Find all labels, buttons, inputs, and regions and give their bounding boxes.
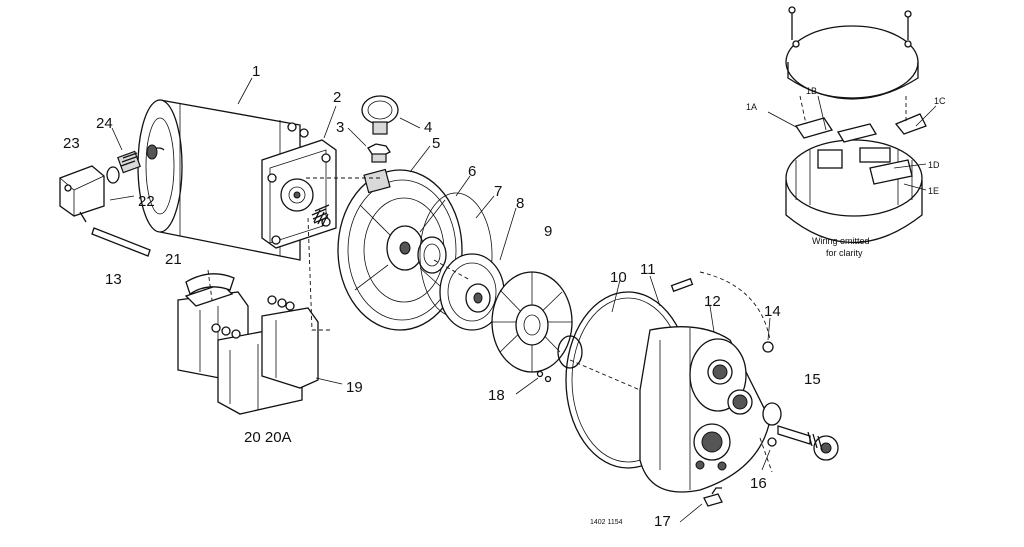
callout-1E: 1E	[928, 186, 939, 196]
washer-part-23	[106, 166, 120, 184]
callout-23: 23	[63, 135, 80, 152]
pressure-switch-part-22	[59, 165, 105, 223]
callout-labels: 1 2 3 4 5 6 7 8 9 10 11 12 13 14 15 16 1…	[63, 63, 946, 530]
tube-part-13	[91, 227, 151, 257]
pump-body-part-12	[639, 326, 771, 493]
callout-7: 7	[494, 183, 502, 200]
callout-21: 21	[165, 251, 182, 268]
callout-1C: 1C	[934, 96, 946, 106]
drain-plug-part-17	[703, 487, 723, 507]
callout-15: 15	[804, 371, 821, 388]
callout-11: 11	[640, 261, 656, 278]
diffuser-part-9	[491, 271, 573, 373]
callout-14: 14	[764, 303, 781, 320]
motor-cover-inset	[785, 6, 927, 243]
callout-8: 8	[516, 195, 524, 212]
callout-1B: 1B	[806, 86, 817, 96]
callout-10: 10	[610, 269, 627, 286]
callout-20-20A: 20 20A	[244, 429, 292, 446]
base-part-19	[261, 307, 319, 389]
shaft-seal-part-6	[417, 236, 447, 274]
diffuser-screws-part-18	[536, 370, 552, 383]
bracket-bolts	[287, 122, 309, 138]
diffuser-oring	[557, 335, 583, 369]
callout-3: 3	[336, 119, 344, 136]
callout-12: 12	[704, 293, 721, 310]
inset-note-line1: Wiring omitted	[812, 236, 870, 246]
callout-1A: 1A	[746, 102, 757, 112]
pin-part-11	[670, 277, 694, 293]
leader-lines	[109, 77, 937, 523]
callout-24: 24	[96, 115, 113, 132]
jet-assembly-part-15	[762, 402, 839, 461]
motor-bracket-part-2	[261, 139, 337, 249]
callout-22: 22	[138, 193, 155, 210]
base-grommets	[211, 295, 295, 339]
callout-1: 1	[252, 63, 260, 80]
callout-13: 13	[105, 271, 122, 288]
bushing-part-3	[367, 143, 391, 163]
callout-5: 5	[432, 135, 440, 152]
impeller-part-8	[439, 253, 505, 331]
plug-part-16	[767, 437, 777, 447]
callout-2: 2	[333, 89, 341, 106]
callout-18: 18	[488, 387, 505, 404]
callout-16: 16	[750, 475, 767, 492]
assembly-centerlines	[207, 177, 773, 473]
drawing-number: 1402 1154	[590, 519, 623, 526]
callout-19: 19	[346, 379, 363, 396]
callout-6: 6	[468, 163, 476, 180]
callout-17: 17	[654, 513, 671, 530]
callout-9: 9	[544, 223, 552, 240]
pressure-gauge-part-4	[361, 95, 399, 135]
callout-1D: 1D	[928, 160, 940, 170]
fitting-part-24	[117, 150, 141, 174]
plug-part-14	[762, 341, 774, 353]
callout-4: 4	[424, 119, 432, 136]
inset-note-line2: for clarity	[826, 248, 863, 258]
